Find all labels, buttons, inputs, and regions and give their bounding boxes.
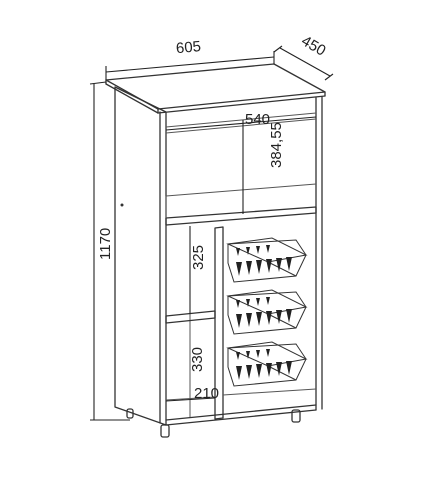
vertical-divider: [214, 226, 224, 420]
dimension-height: 1170: [89, 81, 130, 421]
basket-1: [226, 237, 308, 283]
dimension-shelf-width: 210: [165, 385, 219, 402]
upper-height-label: 384,55: [268, 122, 285, 168]
dimension-inner-width: 540: [165, 111, 317, 131]
inner-width-label: 540: [245, 111, 270, 128]
feet: [126, 408, 301, 438]
middle-shelf: [165, 310, 216, 324]
dimension-lower-height: 330: [189, 347, 206, 372]
upper-shelf: [165, 206, 317, 226]
side-panel: [114, 86, 167, 426]
front-right-foot: [291, 409, 301, 423]
lower-height-label: 330: [189, 347, 206, 372]
dimension-middle-height: 325: [189, 226, 207, 314]
basket-3: [226, 341, 308, 387]
height-label: 1170: [97, 228, 114, 260]
dimension-depth: 450: [273, 32, 334, 81]
front-left-foot: [160, 424, 170, 438]
width-label: 605: [175, 38, 201, 57]
basket-2: [226, 289, 308, 335]
middle-height-label: 325: [190, 245, 207, 270]
dimension-width: 605: [105, 38, 275, 80]
cabinet-body: [105, 63, 326, 426]
back-left-foot: [126, 408, 134, 419]
depth-label: 450: [298, 32, 328, 59]
dimension-upper-height: 384,55: [242, 120, 285, 214]
shelf-width-label: 210: [194, 385, 219, 402]
